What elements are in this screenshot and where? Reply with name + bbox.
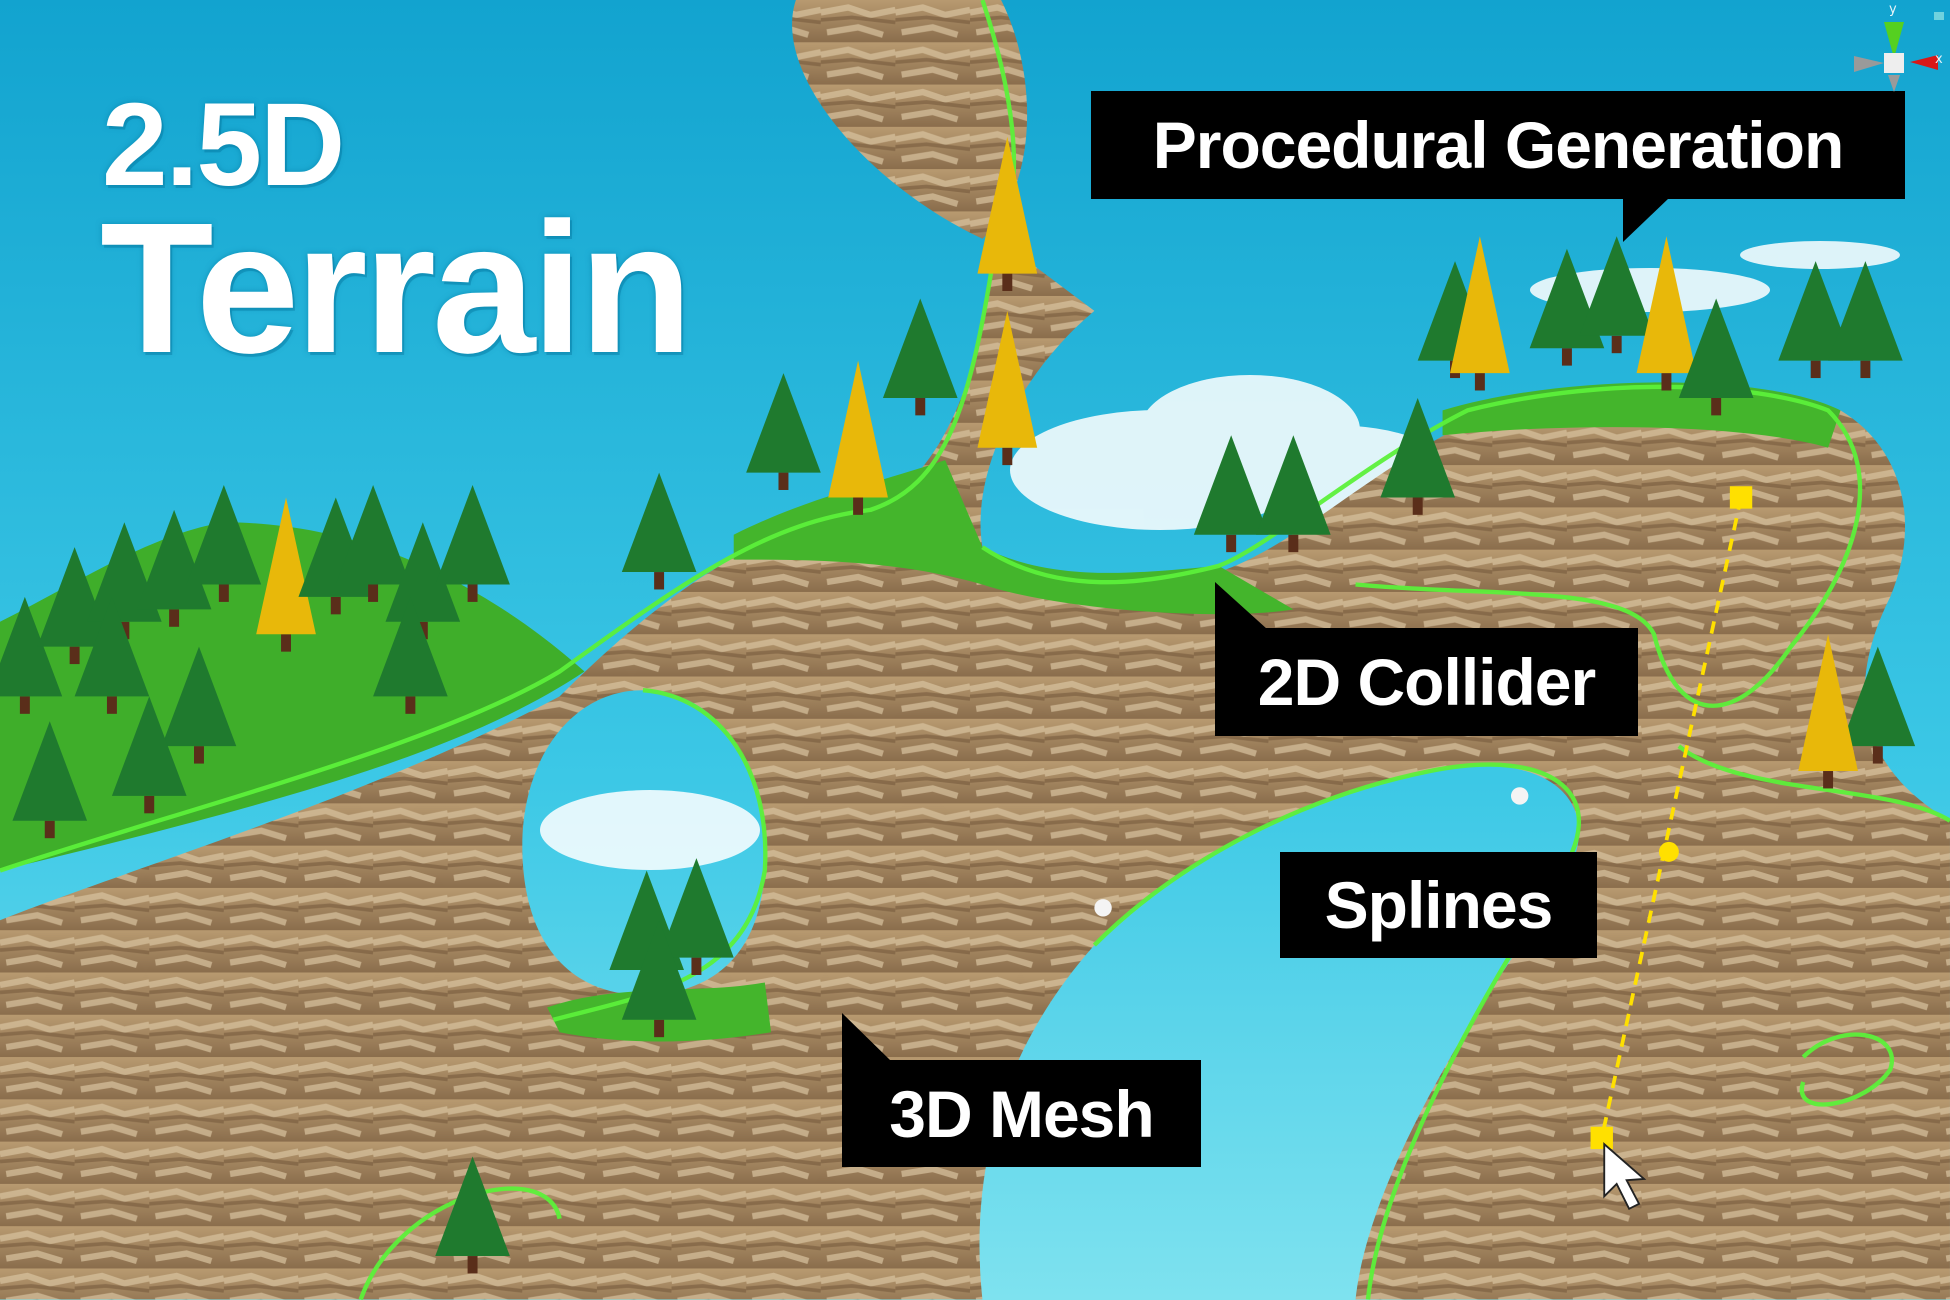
tree-trunk <box>1810 360 1821 379</box>
tree-trunk <box>144 795 155 814</box>
tree-trunk <box>1412 497 1423 515</box>
tree <box>74 596 150 697</box>
tree <box>435 1156 510 1257</box>
lock-icon <box>1934 12 1944 20</box>
label-2d-collider: 2D Collider <box>1215 628 1638 736</box>
tree-trunk <box>368 584 379 602</box>
tree <box>161 646 237 747</box>
tree-trunk <box>654 572 665 590</box>
tree <box>1579 236 1654 336</box>
callout-pointer <box>842 1013 890 1060</box>
tree-trunk <box>330 596 341 615</box>
tree-trunk <box>281 634 292 652</box>
tree-trunk <box>218 584 229 602</box>
tree-trunk <box>194 746 204 764</box>
grass-right <box>1442 382 1841 448</box>
tangent-handle-bottom[interactable] <box>1590 1126 1613 1150</box>
grass-top <box>733 460 1294 615</box>
tree-trunk <box>1226 534 1237 553</box>
tree-trunk <box>1474 373 1485 391</box>
tree-trunk <box>44 820 55 839</box>
spline-point[interactable] <box>1658 841 1679 862</box>
tree <box>385 522 461 622</box>
tree-trunk <box>1661 373 1672 391</box>
tree <box>977 136 1038 274</box>
tree-trunk <box>467 584 478 602</box>
tree-trunk <box>169 609 180 627</box>
tree <box>0 596 63 697</box>
tree <box>1450 236 1510 374</box>
callout-pointer <box>1215 582 1267 629</box>
tree <box>621 472 697 573</box>
terrain-mesh <box>0 236 1950 1300</box>
tree <box>977 310 1038 448</box>
tree-trunk <box>915 397 926 416</box>
label-procedural-generation: Procedural Generation <box>1091 91 1905 199</box>
tree <box>1828 261 1903 361</box>
tree <box>1840 646 1916 747</box>
floating-rock <box>792 0 1028 239</box>
callout-pointer <box>1623 198 1669 242</box>
label-splines: Splines <box>1280 852 1597 958</box>
tree <box>256 497 316 635</box>
tree <box>1636 236 1697 374</box>
tree-trunk <box>1872 746 1883 764</box>
tree <box>335 485 411 585</box>
trees <box>0 136 1916 1274</box>
gizmo-y-label: y <box>1889 2 1897 17</box>
tree-trunk <box>1002 273 1013 292</box>
tree <box>186 485 262 585</box>
tangent-handle-top[interactable] <box>1729 486 1753 509</box>
tree <box>1678 298 1754 398</box>
tree-trunk <box>19 696 30 714</box>
tree-trunk <box>1002 447 1013 466</box>
tree <box>1778 261 1853 361</box>
tree-trunk <box>1711 397 1722 416</box>
tree-trunk <box>467 1256 478 1274</box>
tree <box>435 485 510 585</box>
gizmo-x-label: x <box>1935 52 1943 67</box>
tree <box>373 596 448 697</box>
tree-trunk <box>1823 771 1834 789</box>
tree-trunk <box>1288 534 1299 553</box>
tree <box>621 920 697 1020</box>
label-3d-mesh: 3D Mesh <box>842 1060 1201 1167</box>
tree <box>1193 435 1269 535</box>
tree-trunk <box>1561 348 1572 366</box>
title-line-2: Terrain <box>100 185 693 392</box>
tree-trunk <box>691 957 702 975</box>
title-line-1: 2.5D <box>102 79 345 211</box>
spline-point[interactable] <box>1510 787 1529 805</box>
tree <box>1798 634 1858 772</box>
tree-trunk <box>654 1019 665 1038</box>
tree-trunk <box>1860 360 1871 379</box>
tree-trunk <box>853 497 864 515</box>
gizmo-arrows-icon <box>1854 12 1944 92</box>
tree-trunk <box>106 696 117 714</box>
tree-trunk <box>69 646 80 665</box>
tree <box>659 858 734 958</box>
tree-trunk <box>1611 335 1622 354</box>
tree-trunk <box>778 472 789 490</box>
tree-trunk <box>405 696 416 714</box>
tree <box>1380 397 1456 498</box>
tree <box>111 696 187 796</box>
scene-orientation-gizmo[interactable]: y x <box>1840 0 1950 95</box>
spline-point[interactable] <box>1094 899 1112 917</box>
tree <box>1256 435 1331 535</box>
mouse-cursor-icon <box>1603 1142 1647 1211</box>
tree <box>882 298 958 398</box>
tree <box>828 360 888 498</box>
tangent-handle-line <box>1599 497 1743 1139</box>
tree <box>12 721 88 821</box>
tree <box>746 373 821 473</box>
